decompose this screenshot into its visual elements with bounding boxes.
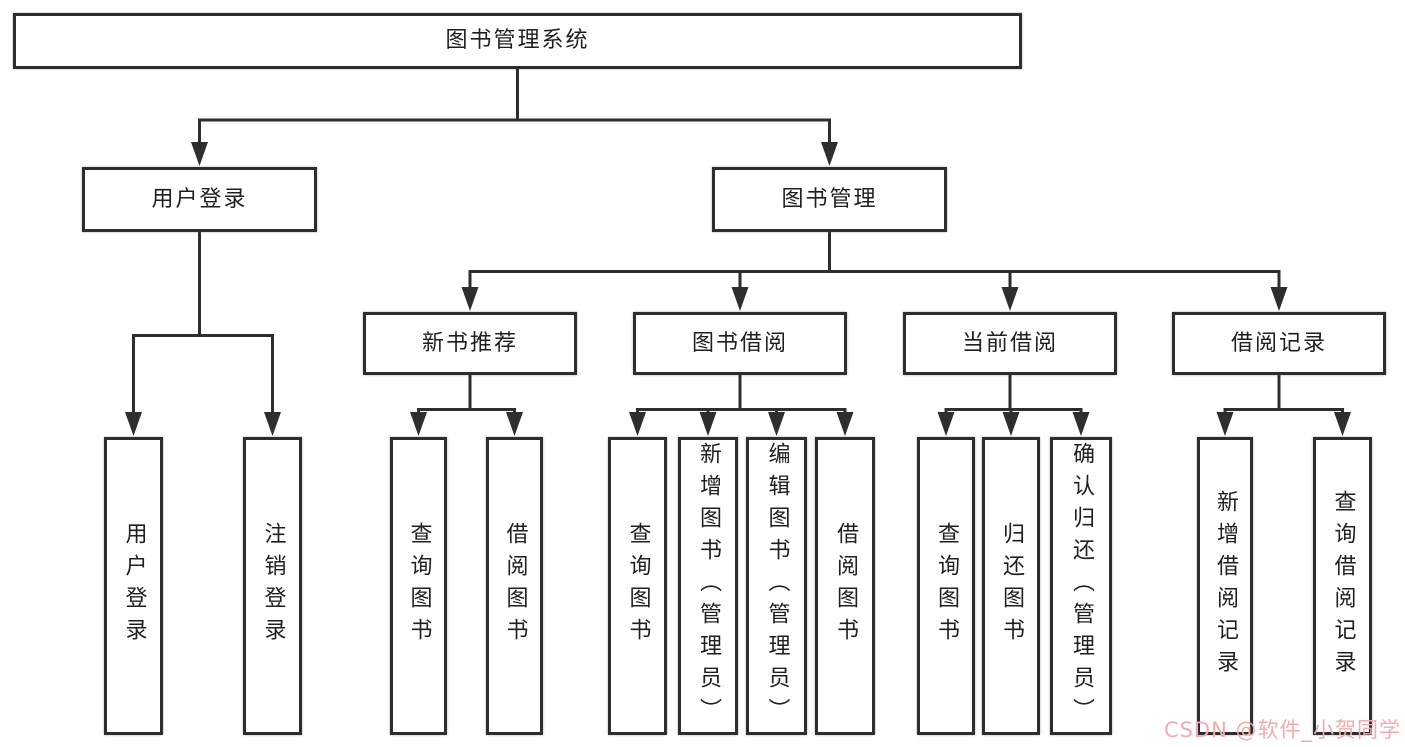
leaf-add-books-admin-label: 新增图书（管理员） <box>696 442 721 730</box>
node-new-book-recommend: 新书推荐 <box>363 312 577 375</box>
leaf-return-books: 归还图书 <box>982 437 1040 735</box>
connector-arrowheads <box>125 142 1351 436</box>
leaf-logout-label: 注销登录 <box>260 522 286 650</box>
node-user-login: 用户登录 <box>82 167 317 232</box>
leaf-query-borrow-record: 查询借阅记录 <box>1313 437 1372 735</box>
leaf-user-login: 用户登录 <box>104 437 163 735</box>
leaf-recommend-borrow-books: 借阅图书 <box>486 437 543 735</box>
csdn-watermark: CSDN @软件_小贺同学 <box>1163 718 1401 742</box>
leaf-recommend-query-books-label: 查询图书 <box>406 522 432 650</box>
leaf-add-borrow-record: 新增借阅记录 <box>1197 437 1253 735</box>
leaf-query-borrow-record-label: 查询借阅记录 <box>1330 490 1356 682</box>
leaf-edit-books-admin: 编辑图书（管理员） <box>746 437 807 735</box>
leaf-recommend-query-books: 查询图书 <box>390 437 447 735</box>
node-root-system: 图书管理系统 <box>13 13 1022 69</box>
node-new-book-recommend-label: 新书推荐 <box>421 330 518 356</box>
node-book-borrowing-label: 图书借阅 <box>691 330 788 356</box>
leaf-borrow-query-books-label: 查询图书 <box>625 522 651 650</box>
leaf-confirm-return-admin-label: 确认归还（管理员） <box>1069 442 1094 730</box>
leaf-borrow-books: 借阅图书 <box>815 437 875 735</box>
leaf-confirm-return-admin: 确认归还（管理员） <box>1050 437 1112 735</box>
leaf-add-books-admin: 新增图书（管理员） <box>678 437 738 735</box>
node-root-system-label: 图书管理系统 <box>445 28 590 53</box>
leaf-return-books-label: 归还图书 <box>999 522 1024 650</box>
node-book-borrowing: 图书借阅 <box>633 312 847 375</box>
leaf-edit-books-admin-label: 编辑图书（管理员） <box>764 442 790 730</box>
node-user-login-label: 用户登录 <box>151 186 248 212</box>
leaf-borrow-books-label: 借阅图书 <box>833 522 858 650</box>
leaf-current-query-books: 查询图书 <box>917 437 975 735</box>
leaf-current-query-books-label: 查询图书 <box>934 522 959 650</box>
leaf-user-login-label: 用户登录 <box>121 522 147 650</box>
leaf-logout: 注销登录 <box>243 437 302 735</box>
node-book-management: 图书管理 <box>712 167 947 232</box>
leaf-add-borrow-record-label: 新增借阅记录 <box>1213 490 1238 682</box>
node-book-management-label: 图书管理 <box>781 186 878 212</box>
leaf-borrow-query-books: 查询图书 <box>608 437 667 735</box>
node-borrowing-records: 借阅记录 <box>1172 312 1386 375</box>
node-current-borrowing-label: 当前借阅 <box>961 330 1058 356</box>
node-current-borrowing: 当前借阅 <box>903 312 1117 375</box>
leaf-recommend-borrow-books-label: 借阅图书 <box>502 522 528 650</box>
node-borrowing-records-label: 借阅记录 <box>1230 330 1327 356</box>
